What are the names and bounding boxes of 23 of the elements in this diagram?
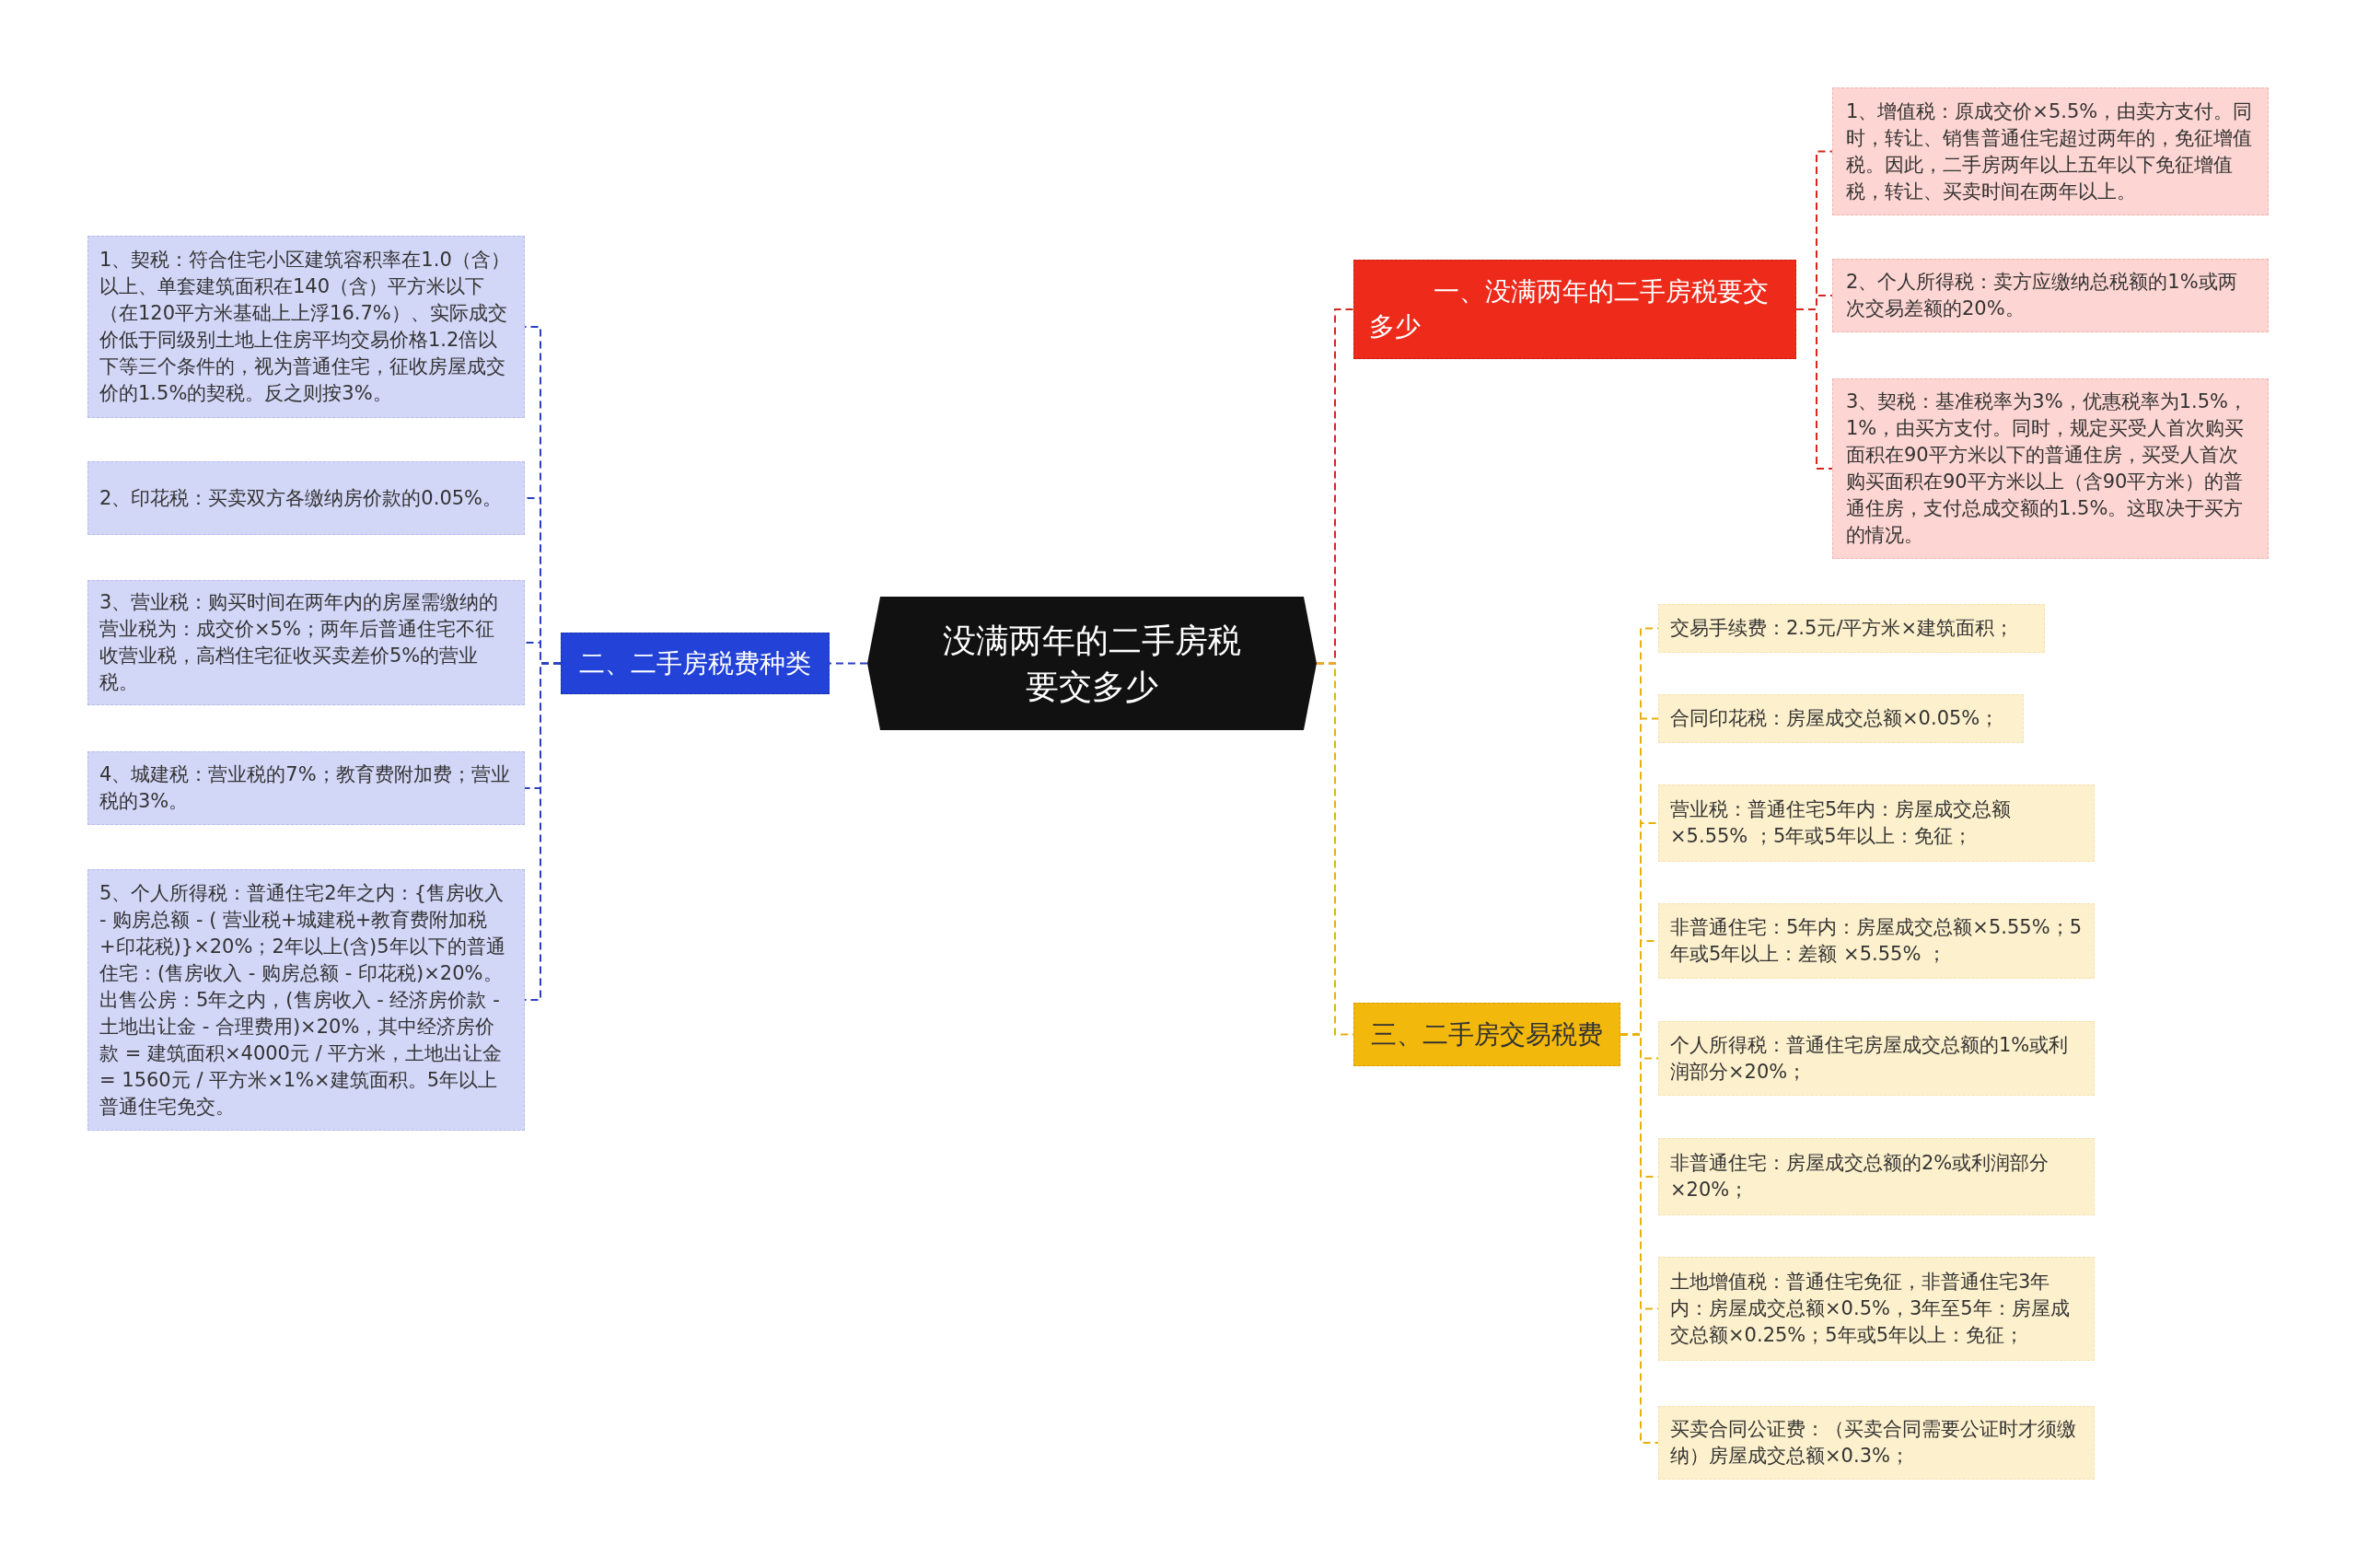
note-box: 1、契税：符合住宅小区建筑容积率在1.0（含）以上、单套建筑面积在140（含）平方米以下（在120平方米基础上上浮16.7%）、实际成交价低于同级别土地上住房平均交易价格1.2倍以下等三个条件的，视为普通住宅，征收房屋成交价的1.5%的契税。反之则按3%。 (87, 236, 525, 418)
connector-line (1795, 308, 1833, 470)
note-box: 土地增值税：普通住宅免征，非普通住宅3年内：房屋成交总额×0.5%，3年至5年：房屋成交总额×0.25%；5年或5年以上：免征； (1658, 1257, 2095, 1361)
note-box: 4、城建税：营业税的7%；教育费附加费；营业税的3%。 (87, 751, 525, 825)
connector-line (524, 662, 562, 1001)
topic-box: 三、二手房交易税费 (1353, 1003, 1620, 1066)
topic-box: 二、二手房税费种类 (561, 633, 830, 694)
note-box: 交易手续费：2.5元/平方米×建筑面积； (1658, 604, 2045, 653)
topic-box: 一、没满两年的二手房税要交多少 (1353, 260, 1796, 359)
note-box: 3、营业税：购买时间在两年内的房屋需缴纳的营业税为：成交价×5%；两年后普通住宅不征收营业税，高档住宅征收买卖差价5%的营业税。 (87, 580, 525, 705)
note-box: 买卖合同公证费：（买卖合同需要公证时才须缴纳）房屋成交总额×0.3%； (1658, 1406, 2095, 1480)
note-box: 非普通住宅：房屋成交总额的2%或利润部分×20%； (1658, 1138, 2095, 1215)
note-box: 5、个人所得税：普通住宅2年之内：{售房收入 - 购房总额 - ( 营业税+城建税+教育费附加税+印花税)}×20%；2年以上(含)5年以下的普通住宅：(售房收入 - 购房总额 - 印花税)×20%。出售公房：5年之内，(售房收入 - 经济房价款 - 土地出让金 - 合理费用)×20%，其中经济房价款 = 建筑面积×4000元 / 平方米，土地出让金 = 1560元 / 平方米×1%×建筑面积。5年以上普通住宅免交。 (87, 869, 525, 1131)
note-box: 2、印花税：买卖双方各缴纳房价款的0.05%。 (87, 461, 525, 535)
note-box: 2、个人所得税：卖方应缴纳总税额的1%或两次交易差额的20%。 (1832, 259, 2269, 332)
central-topic: 没满两年的二手房税要交多少 (867, 597, 1317, 730)
note-box: 个人所得税：普通住宅房屋成交总额的1%或利润部分×20%； (1658, 1021, 2095, 1096)
note-box: 非普通住宅：5年内：房屋成交总额×5.55%；5年或5年以上：差额 ×5.55% ； (1658, 903, 2095, 979)
note-box: 1、增值税：原成交价×5.5%，由卖方支付。同时，转让、销售普通住宅超过两年的，免征增值税。因此，二手房两年以上五年以下免征增值税，转让、买卖时间在两年以上。 (1832, 87, 2269, 215)
note-box: 3、契税：基准税率为3%，优惠税率为1.5%，1%，由买方支付。同时，规定买受人首次购买面积在90平方米以下的普通住房，买受人首次购买面积在90平方米以上（含90平方米）的普通住房，支付总成交额的1.5%。这取决于买方的情况。 (1832, 378, 2269, 559)
connector-line (829, 662, 868, 665)
note-box: 营业税：普通住宅5年内：房屋成交总额×5.55% ；5年或5年以上：免征； (1658, 784, 2095, 862)
note-box: 合同印花税：房屋成交总额×0.05%； (1658, 694, 2024, 743)
